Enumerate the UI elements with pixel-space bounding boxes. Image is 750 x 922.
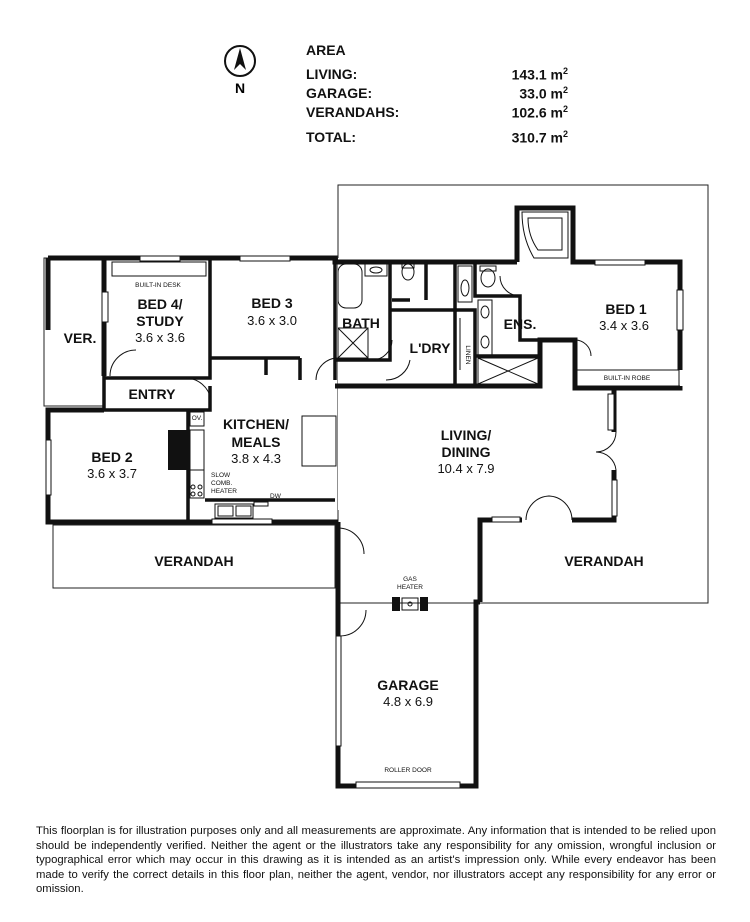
ensuite-label: ENS.: [504, 316, 537, 332]
entry-label: ENTRY: [129, 386, 177, 402]
heater-label-2: COMB.: [211, 480, 233, 487]
area-row-garage: GARAGE: 33.0 m2: [306, 85, 568, 103]
area-label: TOTAL:: [306, 129, 357, 145]
laundry-label: L'DRY: [410, 340, 452, 356]
bath-label: BATH: [342, 315, 380, 331]
bed4-note: BUILT-IN DESK: [135, 282, 181, 289]
area-heading: AREA: [306, 42, 346, 58]
living-label-2: DINING: [442, 444, 491, 460]
area-value: 310.7 m2: [511, 129, 568, 146]
area-label: LIVING:: [306, 66, 358, 82]
door-swings: [109, 275, 617, 637]
living-dims: 10.4 x 7.9: [437, 461, 494, 476]
robe-label: BUILT-IN ROBE: [604, 375, 651, 382]
fixtures: [111, 211, 680, 611]
heater-label: SLOW: [211, 472, 231, 479]
area-value: 143.1 m2: [511, 66, 568, 83]
oven-label: OV.: [192, 415, 203, 422]
bed3-label: BED 3: [251, 295, 292, 311]
gas-heater-label-2: HEATER: [397, 584, 423, 591]
bed4-label: BED 4/: [137, 296, 182, 312]
ver-label: VER.: [64, 330, 97, 346]
kitchen-label: KITCHEN/: [223, 416, 289, 432]
bed2-dims: 3.6 x 3.7: [87, 466, 137, 481]
dishwasher-label: DW: [270, 493, 282, 500]
windows: [45, 255, 684, 789]
living-label: LIVING/: [441, 427, 492, 443]
kitchen-label-2: MEALS: [232, 434, 281, 450]
bed1-dims: 3.4 x 3.6: [599, 318, 649, 333]
bed4-dims: 3.6 x 3.6: [135, 330, 185, 345]
north-arrow-icon: N: [221, 44, 259, 96]
garage-dims: 4.8 x 6.9: [383, 694, 433, 709]
bed1-label: BED 1: [605, 301, 646, 317]
bed2-label: BED 2: [91, 449, 132, 465]
disclaimer-text: This floorplan is for illustration purpo…: [36, 825, 716, 895]
verandah-left-label: VERANDAH: [154, 553, 233, 569]
area-row-total: TOTAL: 310.7 m2: [306, 129, 568, 147]
bed3-dims: 3.6 x 3.0: [247, 313, 297, 328]
area-row-verandahs: VERANDAHS: 102.6 m2: [306, 104, 568, 122]
area-row-living: LIVING: 143.1 m2: [306, 66, 568, 84]
kitchen-dims: 3.8 x 4.3: [231, 451, 281, 466]
bed4-label-2: STUDY: [136, 313, 184, 329]
area-label: GARAGE:: [306, 85, 373, 101]
area-value: 102.6 m2: [511, 104, 568, 121]
garage-label: GARAGE: [377, 677, 438, 693]
area-label: VERANDAHS:: [306, 104, 400, 120]
heater-label-3: HEATER: [211, 488, 237, 495]
floor-plan: BUILT-IN DESK BED 4/ STUDY 3.6 x 3.6 BED…: [43, 184, 709, 789]
area-value: 33.0 m2: [519, 85, 568, 102]
verandah-right-label: VERANDAH: [564, 553, 643, 569]
linen-label: LINEN: [464, 345, 471, 364]
compass-label: N: [235, 80, 245, 94]
roller-door-label: ROLLER DOOR: [384, 767, 432, 774]
gas-heater-label: GAS: [403, 576, 417, 583]
